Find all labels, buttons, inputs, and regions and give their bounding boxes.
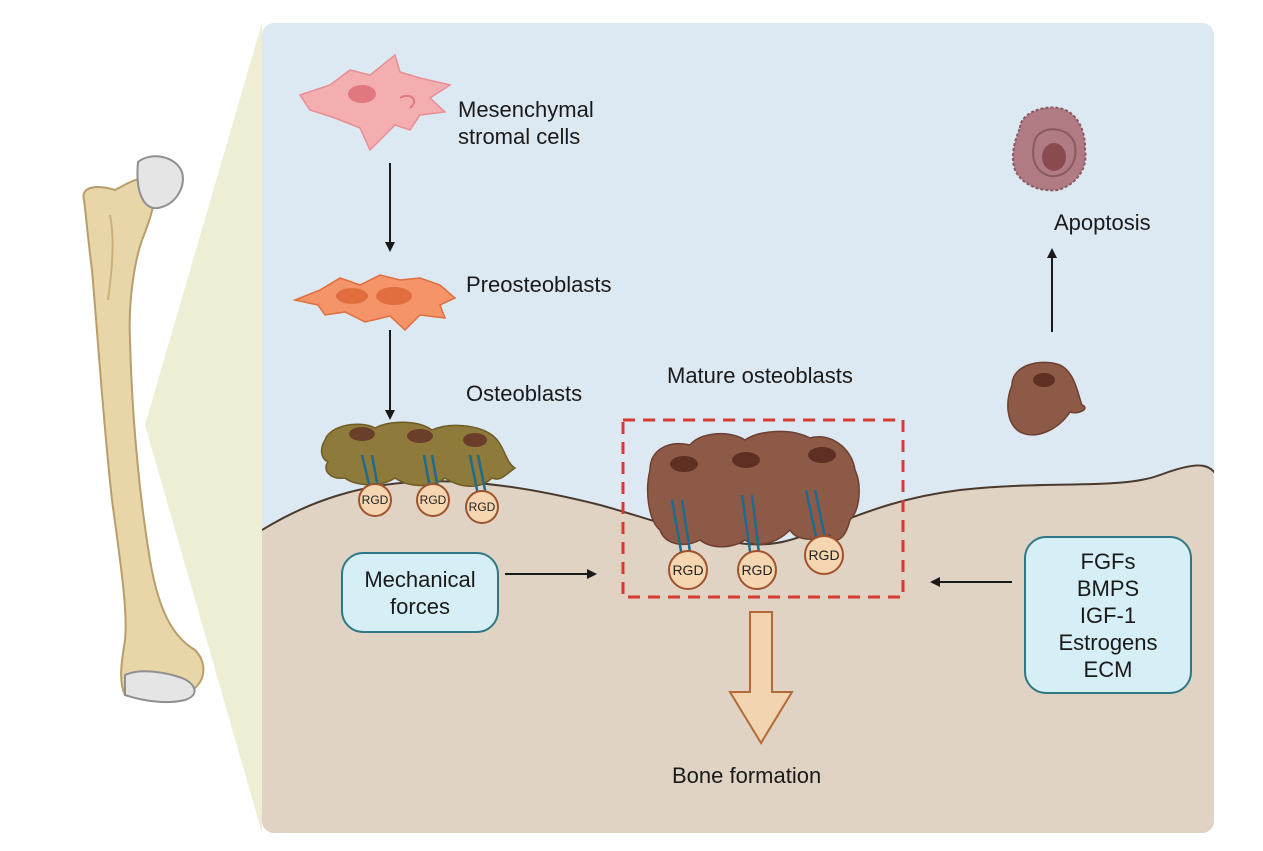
apoptotic-cell: [1011, 106, 1087, 192]
apoptosis-label: Apoptosis: [1054, 210, 1151, 235]
preosteoblast-cells: [292, 274, 457, 332]
svg-text:RGD: RGD: [469, 500, 496, 514]
svg-text:RGD: RGD: [672, 562, 703, 578]
msc-cell: [298, 53, 452, 152]
osteoblast-integrins: [360, 454, 488, 496]
preosteoblasts-label: Preosteoblasts: [466, 272, 612, 297]
svg-text:RGD: RGD: [741, 562, 772, 578]
svg-text:RGD: RGD: [808, 547, 839, 563]
osteoblasts-label: Osteoblasts: [466, 381, 583, 406]
svg-text:RGD: RGD: [420, 493, 447, 507]
osteoblast-cells: [320, 421, 517, 487]
growth-factors-box: FGFs BMPS IGF-1 Estrogens ECM: [1024, 536, 1192, 694]
femur-bone: [82, 155, 205, 704]
rgd-ligand: RGD: [804, 535, 844, 575]
msc-label: Mesenchymal stromal cells: [458, 97, 594, 149]
rgd-ligand: RGD: [358, 483, 392, 517]
bone-formation-arrow: [728, 611, 794, 745]
mechanical-forces-box: Mechanical forces: [341, 552, 499, 633]
zoom-wedge: [145, 23, 262, 833]
rgd-ligand: RGD: [465, 490, 499, 524]
late-osteoblast-cell: [1007, 361, 1086, 436]
rgd-ligand: RGD: [416, 483, 450, 517]
mature-osteoblast-box: [621, 418, 905, 599]
svg-text:RGD: RGD: [362, 493, 389, 507]
bone-formation-label: Bone formation: [672, 763, 822, 788]
mature-osteoblasts-label: Mature osteoblasts: [667, 363, 853, 388]
rgd-ligand: RGD: [668, 550, 708, 590]
mature-osteoblast-cells: [646, 430, 860, 548]
rgd-ligand: RGD: [737, 550, 777, 590]
